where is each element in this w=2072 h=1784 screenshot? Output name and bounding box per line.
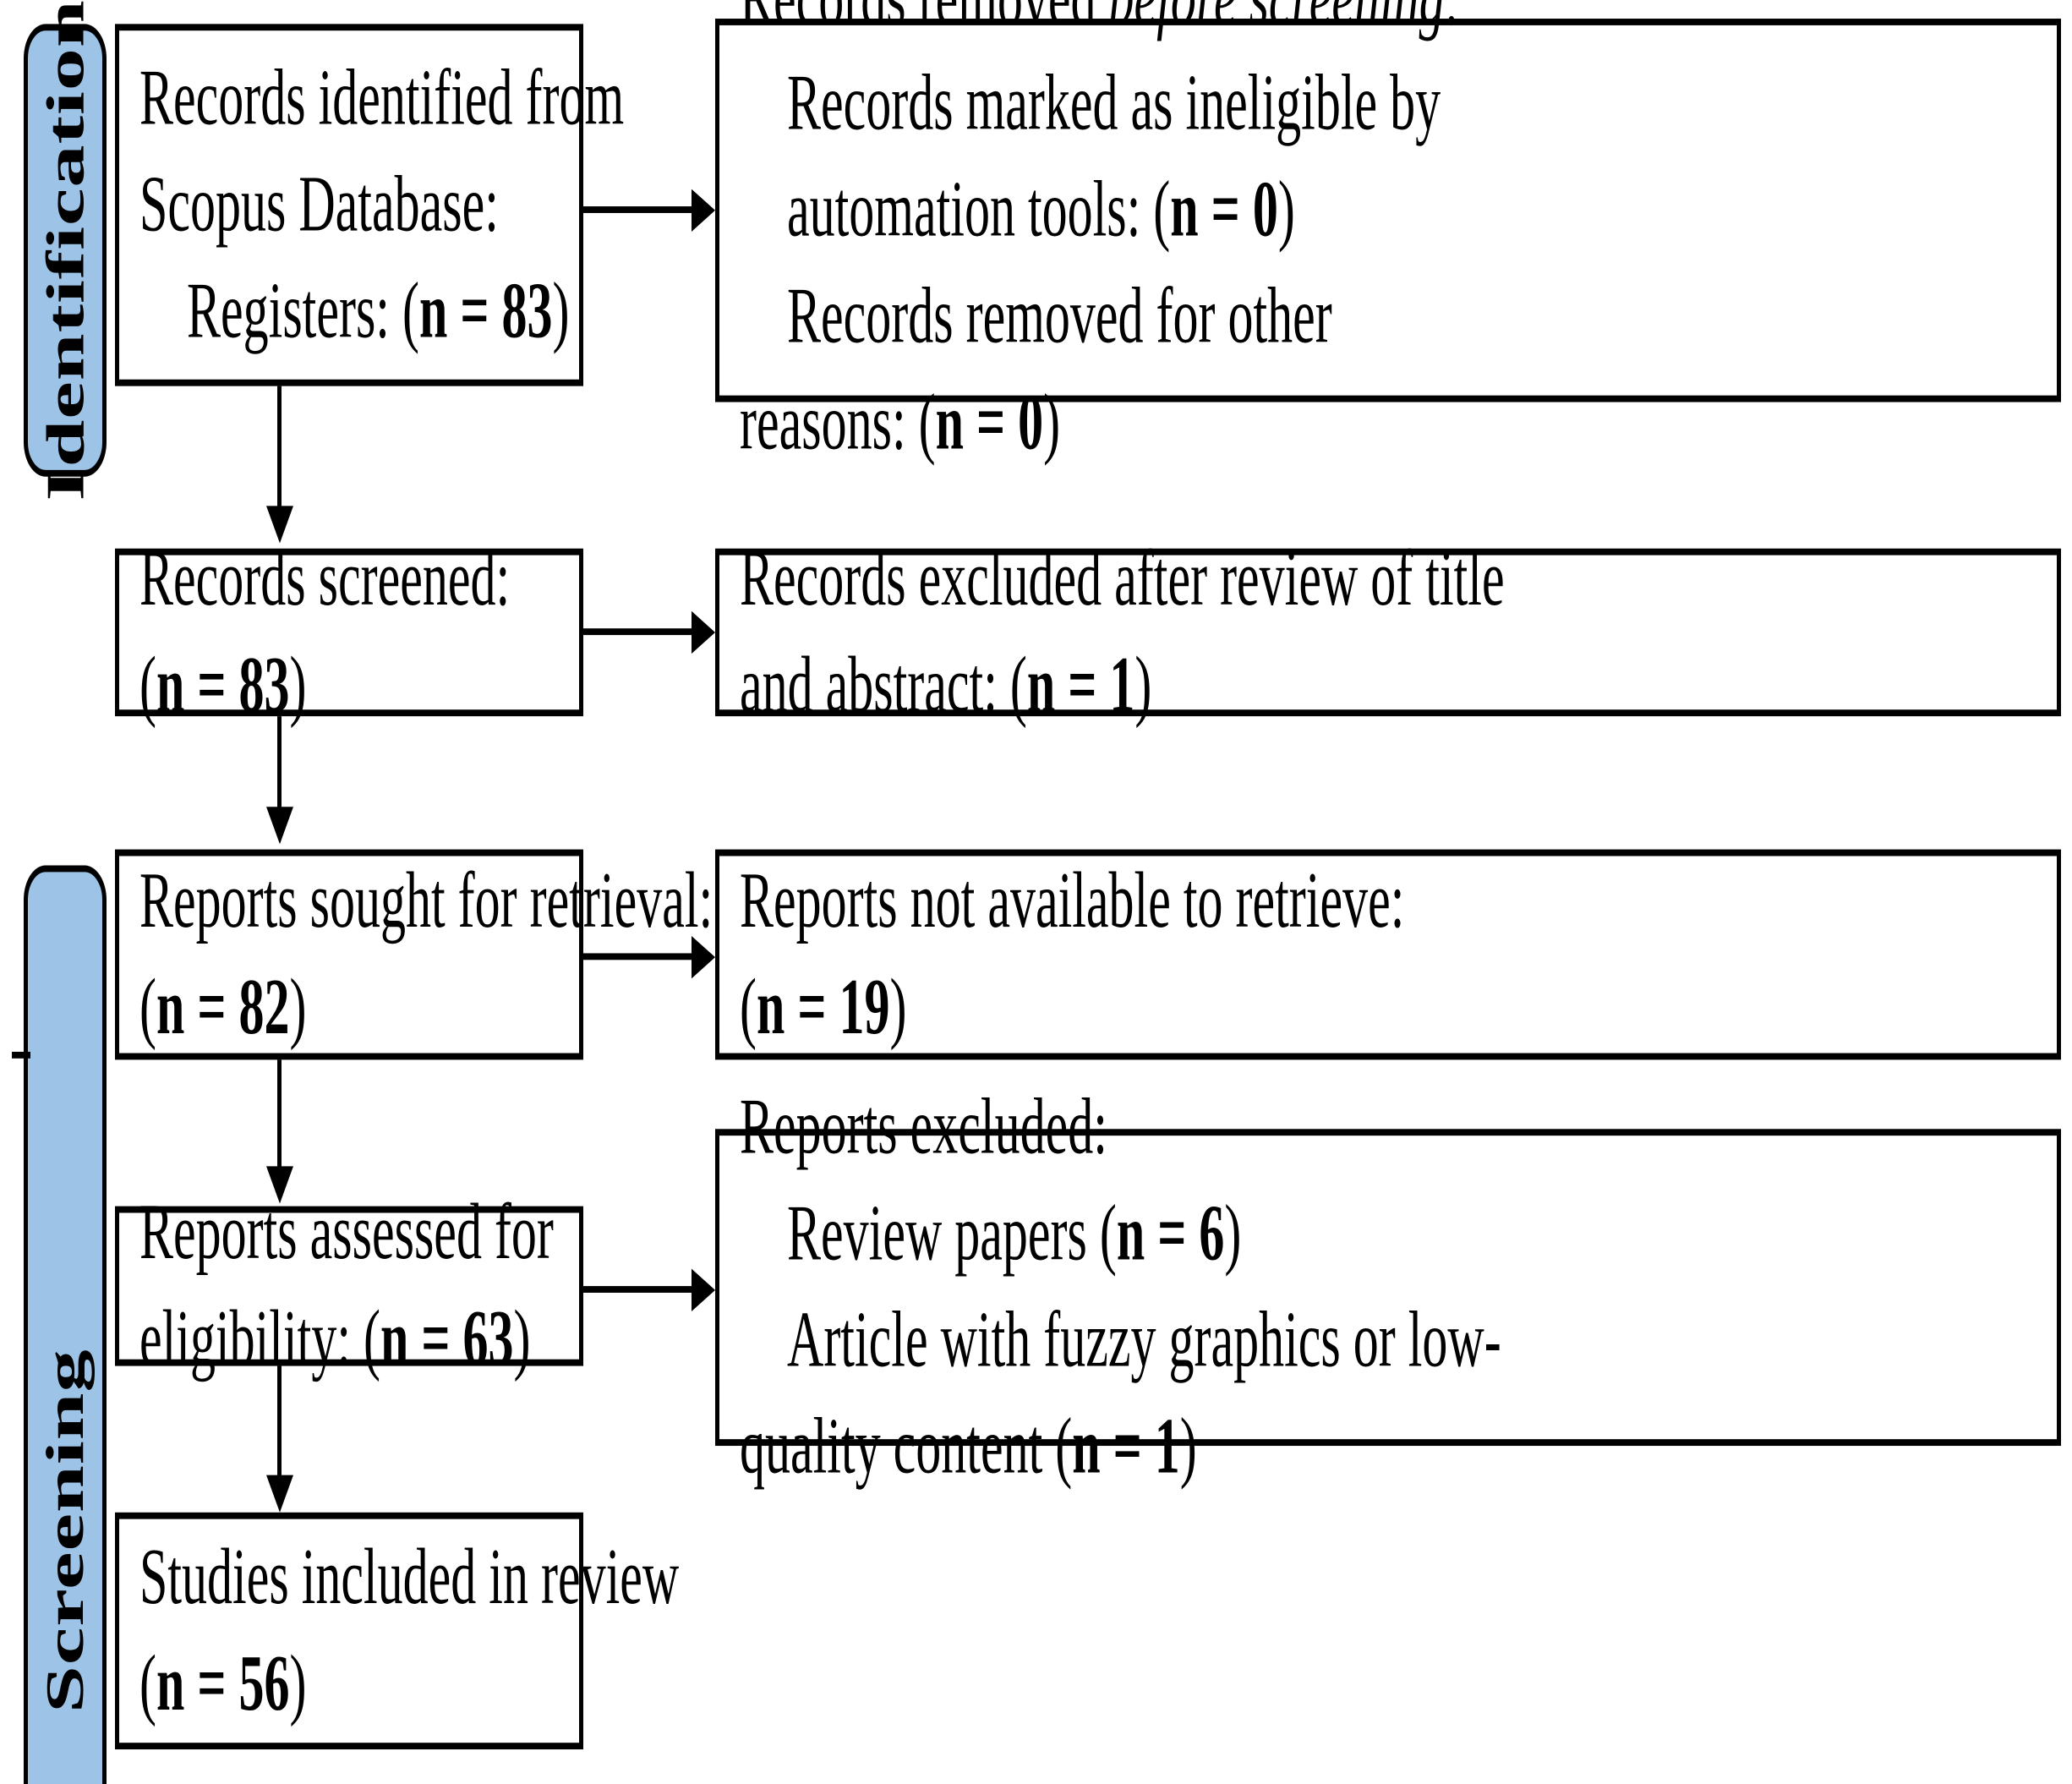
reports-not-available-close: ) bbox=[889, 962, 907, 1051]
reports-sought-line-1: Reports sought for retrieval: bbox=[139, 856, 713, 944]
reports-not-available-open: ( bbox=[740, 962, 757, 1051]
records-identified-registers-count: n = 83 bbox=[418, 265, 553, 354]
records-excluded-line-2: and abstract: (n = 1) bbox=[740, 632, 2036, 739]
box-reports-not-available: Reports not available to retrieve: (n = … bbox=[715, 849, 2061, 1061]
connector-sought-to-not-available bbox=[583, 953, 693, 960]
stage-tab-identification: Identification bbox=[24, 0, 107, 501]
automation-tools-text: automation tools: ( bbox=[787, 165, 1171, 254]
stage-tab-screening: Screening bbox=[24, 865, 107, 1784]
reports-sought-count: n = 82 bbox=[156, 962, 290, 1051]
low-quality-text: quality content ( bbox=[740, 1401, 1073, 1490]
records-excluded-line-1: Records excluded after review of title bbox=[740, 534, 1505, 622]
connector-sought-to-assessed bbox=[277, 1059, 282, 1193]
review-papers-count: n = 6 bbox=[1116, 1189, 1225, 1278]
records-removed-line-3: automation tools: (n = 0) bbox=[740, 157, 2036, 264]
records-identified-line-3: Registers: (n = 83) bbox=[139, 258, 570, 364]
connector-assessed-to-excluded bbox=[583, 1286, 693, 1293]
records-removed-italic-phrase: before screening bbox=[1109, 0, 1445, 41]
records-removed-line-2: Records marked as ineligible by bbox=[787, 58, 1441, 147]
reports-excluded-line-2: Review papers (n = 6) bbox=[740, 1181, 2036, 1288]
low-quality-close: ) bbox=[1179, 1401, 1197, 1490]
reports-assessed-count: n = 63 bbox=[380, 1294, 514, 1382]
reports-assessed-line-2: eligibility: (n = 63) bbox=[139, 1286, 559, 1393]
records-identified-registers-close: ) bbox=[552, 265, 570, 354]
studies-included-count: n = 56 bbox=[156, 1639, 290, 1727]
box-reports-sought-retrieval: Reports sought for retrieval: (n = 82) bbox=[115, 849, 713, 1061]
records-removed-line-5: reasons: (n = 0) bbox=[740, 369, 2036, 476]
stage-label-identification: Identification bbox=[35, 0, 95, 501]
automation-tools-count: n = 0 bbox=[1170, 165, 1278, 254]
records-removed-line-4: Records removed for other bbox=[787, 271, 1332, 360]
arrowhead-identified-to-removed bbox=[692, 189, 715, 232]
records-removed-prefix: Records removed bbox=[740, 0, 1109, 41]
arrowhead-sought-to-assessed bbox=[266, 1166, 293, 1204]
records-screened-line-2: (n = 83) bbox=[139, 632, 559, 739]
arrowhead-screened-to-excluded bbox=[692, 610, 715, 654]
studies-included-close: ) bbox=[289, 1639, 307, 1727]
reports-not-available-line-1: Reports not available to retrieve: bbox=[740, 856, 1405, 944]
other-reasons-close: ) bbox=[1043, 377, 1061, 466]
automation-tools-close: ) bbox=[1277, 165, 1295, 254]
studies-included-open: ( bbox=[139, 1639, 156, 1727]
margin-tick-mark bbox=[12, 1051, 30, 1059]
reports-sought-line-2: (n = 82) bbox=[139, 955, 559, 1061]
arrowhead-identified-to-screened bbox=[266, 506, 293, 544]
reports-excluded-line-1: Reports excluded: bbox=[740, 1082, 1107, 1171]
records-removed-colon: : bbox=[1445, 0, 1459, 41]
review-papers-close: ) bbox=[1224, 1189, 1242, 1278]
records-screened-close: ) bbox=[289, 640, 307, 729]
box-studies-included: Studies included in review (n = 56) bbox=[115, 1512, 680, 1750]
box-records-removed-before-screening: Records removed before screening: Record… bbox=[715, 0, 2061, 466]
records-excluded-text: and abstract: ( bbox=[740, 640, 1027, 729]
arrowhead-assessed-to-included bbox=[266, 1475, 293, 1513]
box-records-screened: Records screened: (n = 83) bbox=[115, 534, 583, 728]
records-excluded-close: ) bbox=[1134, 640, 1152, 729]
records-screened-open: ( bbox=[139, 640, 156, 729]
reports-excluded-line-3: Article with fuzzy graphics or low- bbox=[787, 1295, 1501, 1384]
other-reasons-text: reasons: ( bbox=[740, 377, 936, 466]
records-screened-count: n = 83 bbox=[156, 640, 290, 729]
reports-sought-open: ( bbox=[139, 962, 156, 1051]
box-records-excluded-title-abstract: Records excluded after review of title a… bbox=[715, 534, 2061, 728]
box-reports-assessed-eligibility: Reports assessed for eligibility: (n = 6… bbox=[115, 1188, 583, 1382]
connector-screened-to-sought bbox=[277, 716, 282, 836]
connector-identified-to-removed bbox=[583, 206, 693, 213]
studies-included-line-2: (n = 56) bbox=[139, 1631, 559, 1737]
connector-screened-to-excluded bbox=[583, 628, 693, 636]
box-reports-excluded: Reports excluded: Review papers (n = 6) … bbox=[715, 1083, 2061, 1490]
reports-assessed-text: eligibility: ( bbox=[139, 1294, 380, 1382]
connector-identified-to-screened bbox=[277, 386, 282, 533]
records-identified-registers-text: Registers: ( bbox=[187, 265, 419, 354]
arrowhead-sought-to-not-available bbox=[692, 935, 715, 979]
box-records-identified: Records identified from Scopus Database:… bbox=[115, 24, 625, 386]
other-reasons-count: n = 0 bbox=[935, 377, 1044, 466]
stage-label-screening: Screening bbox=[35, 1349, 95, 1714]
reports-sought-close: ) bbox=[289, 962, 307, 1051]
reports-not-available-line-2: (n = 19) bbox=[740, 955, 2036, 1061]
review-papers-text: Review papers ( bbox=[787, 1189, 1117, 1278]
studies-included-line-1: Studies included in review bbox=[139, 1532, 680, 1621]
connector-assessed-to-included bbox=[277, 1365, 282, 1500]
reports-assessed-close: ) bbox=[513, 1294, 531, 1382]
arrowhead-assessed-to-excluded bbox=[692, 1268, 715, 1312]
arrowhead-screened-to-sought bbox=[266, 807, 293, 845]
records-removed-line-1: Records removed before screening: bbox=[740, 0, 2036, 51]
reports-excluded-line-4: quality content (n = 1) bbox=[740, 1393, 2036, 1500]
low-quality-count: n = 1 bbox=[1072, 1401, 1180, 1490]
reports-not-available-count: n = 19 bbox=[756, 962, 890, 1051]
records-screened-line-1: Records screened: bbox=[139, 534, 511, 622]
records-identified-line-2: Scopus Database: bbox=[139, 160, 499, 249]
records-identified-line-1: Records identified from bbox=[139, 53, 625, 142]
records-excluded-count: n = 1 bbox=[1026, 640, 1135, 729]
reports-assessed-line-1: Reports assessed for bbox=[139, 1187, 554, 1276]
